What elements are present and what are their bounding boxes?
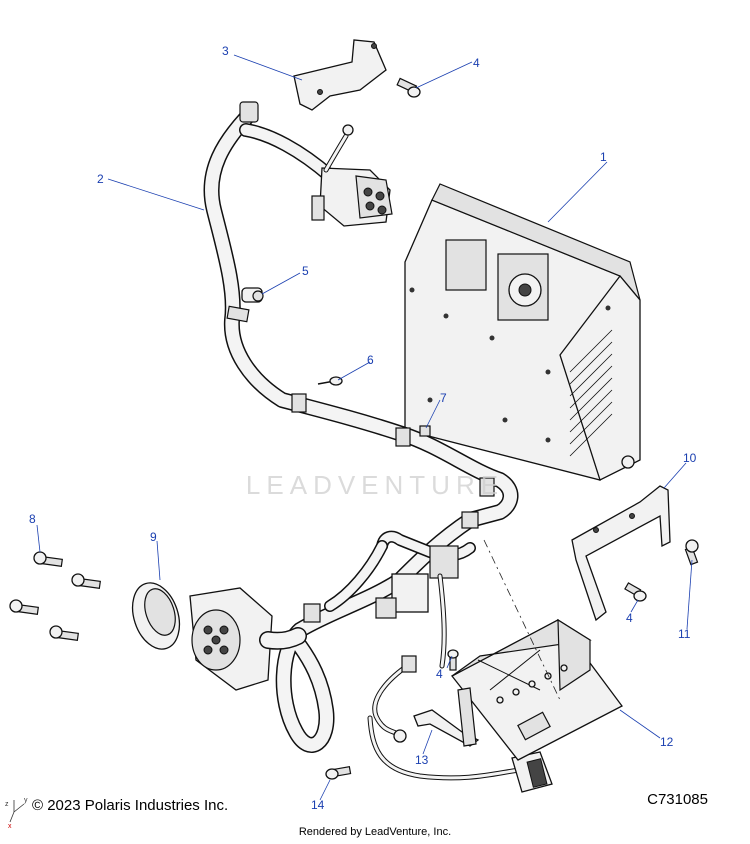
mounting-centerline	[483, 539, 561, 701]
part-1-control-module	[404, 183, 641, 481]
part-10-bracket-right	[571, 485, 671, 622]
callout-5: 5	[302, 264, 309, 278]
callout-10: 10	[683, 451, 697, 465]
part-14-bolt	[325, 765, 352, 780]
part-11-bolt	[684, 539, 699, 566]
rendered-by-credit: Rendered by LeadVenture, Inc.	[298, 826, 452, 838]
harness-pigtail-lower	[367, 655, 553, 793]
part-13-bracket-small	[413, 687, 480, 747]
callout-4b: 4	[626, 611, 633, 625]
part-8-bolts	[9, 551, 101, 642]
harness-connector-upper	[311, 124, 393, 227]
harness-junction-center	[324, 530, 476, 669]
callout-leaders	[36, 54, 693, 801]
callout-12: 12	[660, 735, 674, 749]
part-4-screw-upper	[396, 77, 421, 98]
callout-11: 11	[678, 627, 691, 641]
part-6-push-clip	[317, 376, 343, 386]
callout-4a: 4	[473, 56, 480, 70]
callout-4c: 4	[436, 667, 443, 681]
callout-1: 1	[600, 150, 607, 164]
part-4-screw-lower	[447, 649, 459, 671]
part-5-clip	[241, 287, 264, 303]
part-7-fastener	[419, 425, 431, 437]
callout-3: 3	[222, 44, 229, 58]
drawing-number: C731085	[647, 791, 708, 808]
callout-13: 13	[415, 753, 429, 767]
callout-7: 7	[440, 391, 447, 405]
part-12-mounting-plate	[451, 618, 623, 761]
callout-8: 8	[29, 512, 36, 526]
copyright-notice: © 2023 Polaris Industries Inc.	[32, 797, 229, 814]
axis-label-x: x	[8, 823, 12, 830]
callout-labels: 1 2 3 4 4 4 5 6 7 8 9 10 11 12 13 14	[29, 44, 697, 812]
callout-14: 14	[311, 798, 325, 812]
axis-triad: z y x	[5, 797, 28, 830]
callout-9: 9	[150, 530, 157, 544]
axis-label-y: y	[24, 797, 28, 804]
callout-2: 2	[97, 172, 104, 186]
part-9-socket	[131, 582, 307, 691]
axis-label-z: z	[5, 801, 9, 808]
part-3-bracket-upper	[293, 39, 387, 111]
watermark-text: LEADVENTURE	[245, 470, 505, 500]
part-4-screw-right	[624, 582, 647, 602]
callout-6: 6	[367, 353, 374, 367]
